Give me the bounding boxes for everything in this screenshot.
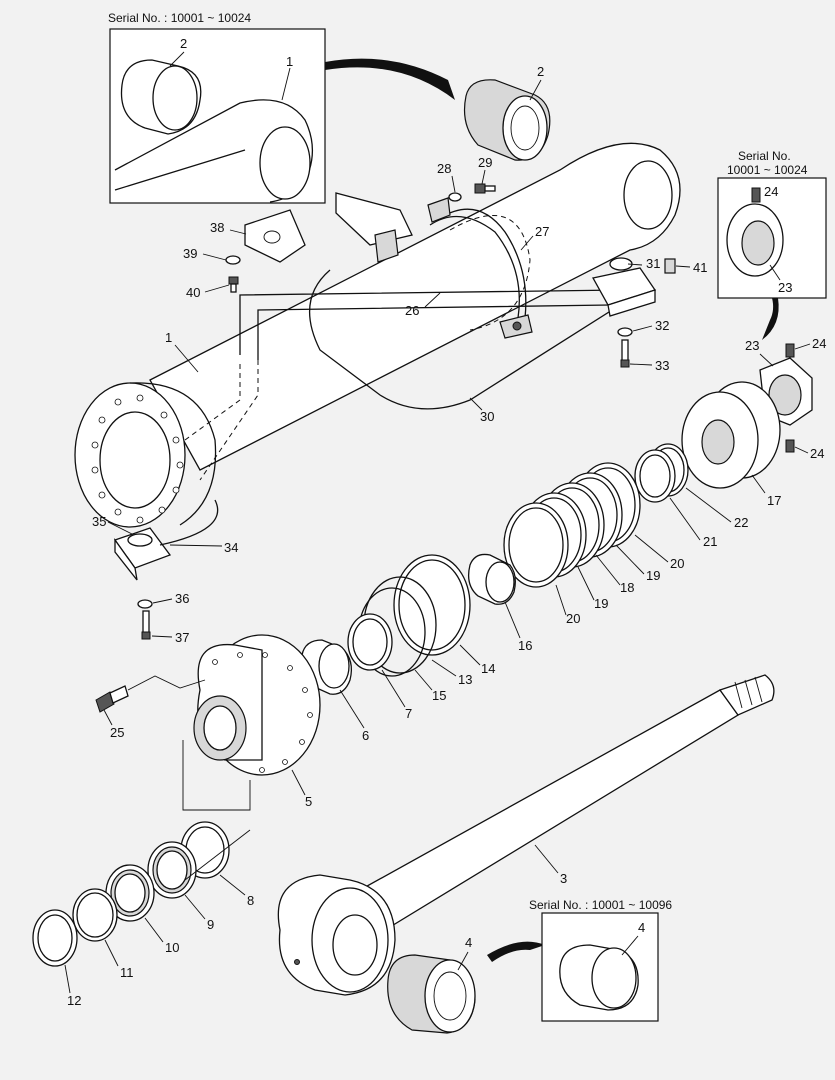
callout-28: 28 bbox=[437, 161, 451, 176]
callout-19-bottom: 19 bbox=[594, 596, 608, 611]
inset-right-arrow bbox=[762, 298, 779, 340]
cylinder-tube: 2 1 bbox=[74, 64, 681, 528]
piston-17: 17 bbox=[681, 381, 781, 508]
callout-24-inset: 24 bbox=[764, 184, 778, 199]
callout-10: 10 bbox=[165, 940, 179, 955]
callout-14: 14 bbox=[481, 661, 495, 676]
clamp-38: 38 39 40 bbox=[183, 209, 306, 300]
callout-1-tube: 1 bbox=[165, 330, 172, 345]
callout-41: 41 bbox=[693, 260, 707, 275]
callout-23: 23 bbox=[745, 338, 759, 353]
callout-23-inset: 23 bbox=[778, 280, 792, 295]
bolt-25: 25 bbox=[95, 675, 206, 740]
rod-seal-rings: 8 9 10 11 12 bbox=[32, 821, 254, 1008]
seals-13-15: 14 13 15 7 bbox=[347, 554, 495, 721]
callout-39: 39 bbox=[183, 246, 197, 261]
callout-20-bottom: 20 bbox=[566, 611, 580, 626]
callout-12: 12 bbox=[67, 993, 81, 1008]
callout-8: 8 bbox=[247, 893, 254, 908]
callout-4-inset: 4 bbox=[638, 920, 645, 935]
callout-5: 5 bbox=[305, 794, 312, 809]
inset-right-serial-line1: Serial No. bbox=[738, 149, 791, 163]
bushing-16: 16 bbox=[467, 553, 532, 653]
flange-block-upper: 31 41 bbox=[592, 256, 707, 317]
callout-36: 36 bbox=[175, 591, 189, 606]
rod-cover-5: 5 bbox=[182, 634, 321, 811]
callout-19-top: 19 bbox=[646, 568, 660, 583]
callout-35: 35 bbox=[92, 514, 106, 529]
callout-16: 16 bbox=[518, 638, 532, 653]
callout-24-top: 24 bbox=[812, 336, 826, 351]
clamp-band: 27 26 bbox=[405, 197, 549, 339]
callout-1: 1 bbox=[286, 54, 293, 69]
callout-17: 17 bbox=[767, 493, 781, 508]
callout-3: 3 bbox=[560, 871, 567, 886]
callout-37: 37 bbox=[175, 630, 189, 645]
callout-22: 22 bbox=[734, 515, 748, 530]
callout-7: 7 bbox=[405, 706, 412, 721]
inset-top-left: Serial No. : 10001 ~ 10024 2 1 bbox=[108, 11, 326, 204]
callout-15: 15 bbox=[432, 688, 446, 703]
callout-30: 30 bbox=[480, 409, 494, 424]
flange-bolt-holes bbox=[91, 394, 184, 524]
callout-6: 6 bbox=[362, 728, 369, 743]
callout-18: 18 bbox=[620, 580, 634, 595]
callout-9: 9 bbox=[207, 917, 214, 932]
pipe-30: 30 bbox=[184, 269, 621, 481]
callout-2-exploded: 2 bbox=[537, 64, 544, 79]
seals-22-21: 22 21 bbox=[634, 443, 748, 549]
callout-21: 21 bbox=[703, 534, 717, 549]
callout-24-bottom: 24 bbox=[810, 446, 824, 461]
inset-bottom-right-serial: Serial No. : 10001 ~ 10096 bbox=[529, 898, 672, 912]
callout-13: 13 bbox=[458, 672, 472, 687]
callout-38: 38 bbox=[210, 220, 224, 235]
inset-bottom-right: Serial No. : 10001 ~ 10096 4 bbox=[529, 898, 672, 1022]
callout-27: 27 bbox=[535, 224, 549, 239]
callout-26: 26 bbox=[405, 303, 419, 318]
inset-right: Serial No. 10001 ~ 10024 24 23 bbox=[717, 149, 827, 299]
pipe-bracket bbox=[335, 192, 413, 263]
callout-29: 29 bbox=[478, 155, 492, 170]
callout-33: 33 bbox=[655, 358, 669, 373]
inset-top-left-serial: Serial No. : 10001 ~ 10024 bbox=[108, 11, 251, 25]
wear-rings-18-20: 20 19 18 19 20 bbox=[503, 462, 684, 626]
callout-4: 4 bbox=[465, 935, 472, 950]
inset-pointer-arrow bbox=[325, 58, 455, 100]
callout-20-top: 20 bbox=[670, 556, 684, 571]
callout-2: 2 bbox=[180, 36, 187, 51]
callout-34: 34 bbox=[224, 540, 238, 555]
bolt-33-washer-32: 32 33 bbox=[617, 318, 669, 373]
piston-rod-3: 3 bbox=[277, 674, 775, 996]
callout-25: 25 bbox=[110, 725, 124, 740]
inset-bottom-arrow bbox=[487, 941, 545, 962]
bolt-29-washer-28: 28 29 bbox=[437, 155, 496, 202]
bushing-4: 4 bbox=[387, 935, 476, 1034]
flange-block-lower: 35 34 36 37 bbox=[92, 499, 238, 645]
callout-40: 40 bbox=[186, 285, 200, 300]
callout-32: 32 bbox=[655, 318, 669, 333]
callout-11: 11 bbox=[120, 965, 134, 980]
callout-31: 31 bbox=[646, 256, 660, 271]
inset-right-serial-line2: 10001 ~ 10024 bbox=[727, 163, 808, 177]
